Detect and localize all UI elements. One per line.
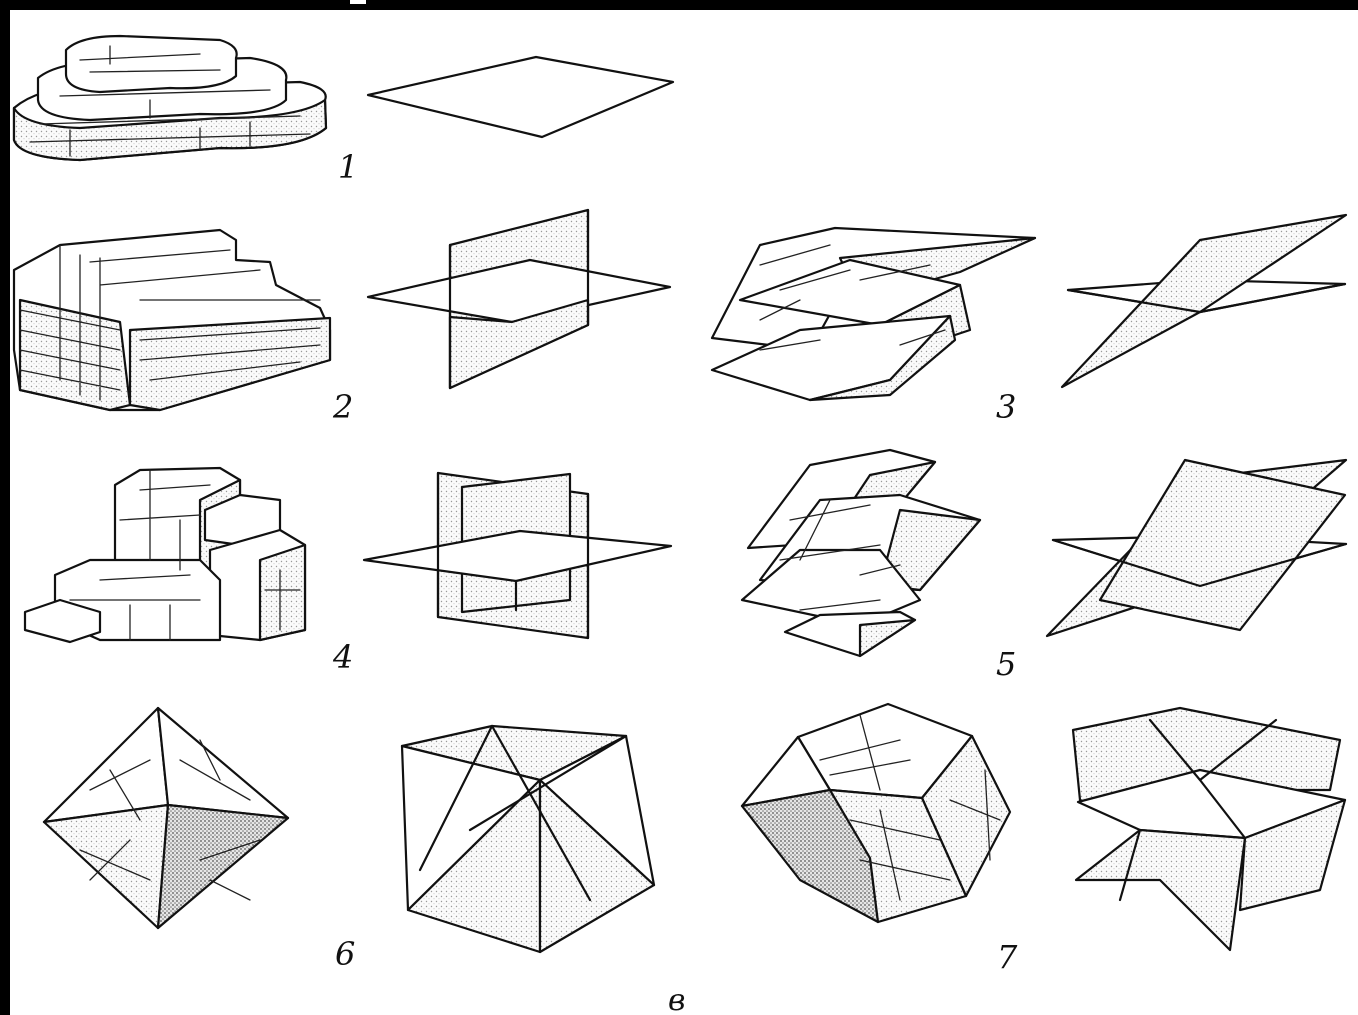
rectangular-blocks-drawing [14,230,330,410]
two-perpendicular-planes [368,210,670,388]
label-1: 1 [338,148,358,186]
three-oblique-planes [1047,460,1346,636]
single-cleavage-plane [368,57,673,137]
label-4: 4 [332,638,353,676]
layered-slab-drawing [14,36,326,160]
two-oblique-planes [1062,215,1346,387]
octahedron-drawing [44,708,288,928]
three-perpendicular-planes [364,473,671,638]
figure-caption: в [668,983,685,1015]
label-7: 7 [997,938,1018,976]
rhombohedral-blocks-drawing [742,450,980,656]
octahedral-planes [402,726,654,952]
label-6: 6 [335,935,355,973]
label-3: 3 [996,388,1016,426]
rhombic-dodecahedron-drawing [742,704,1010,922]
cubic-blocks-drawing [25,468,305,642]
oblique-prisms-drawing [712,228,1035,400]
dodecahedral-planes [1073,708,1345,950]
label-2: 2 [332,388,353,426]
label-5: 5 [996,645,1016,683]
